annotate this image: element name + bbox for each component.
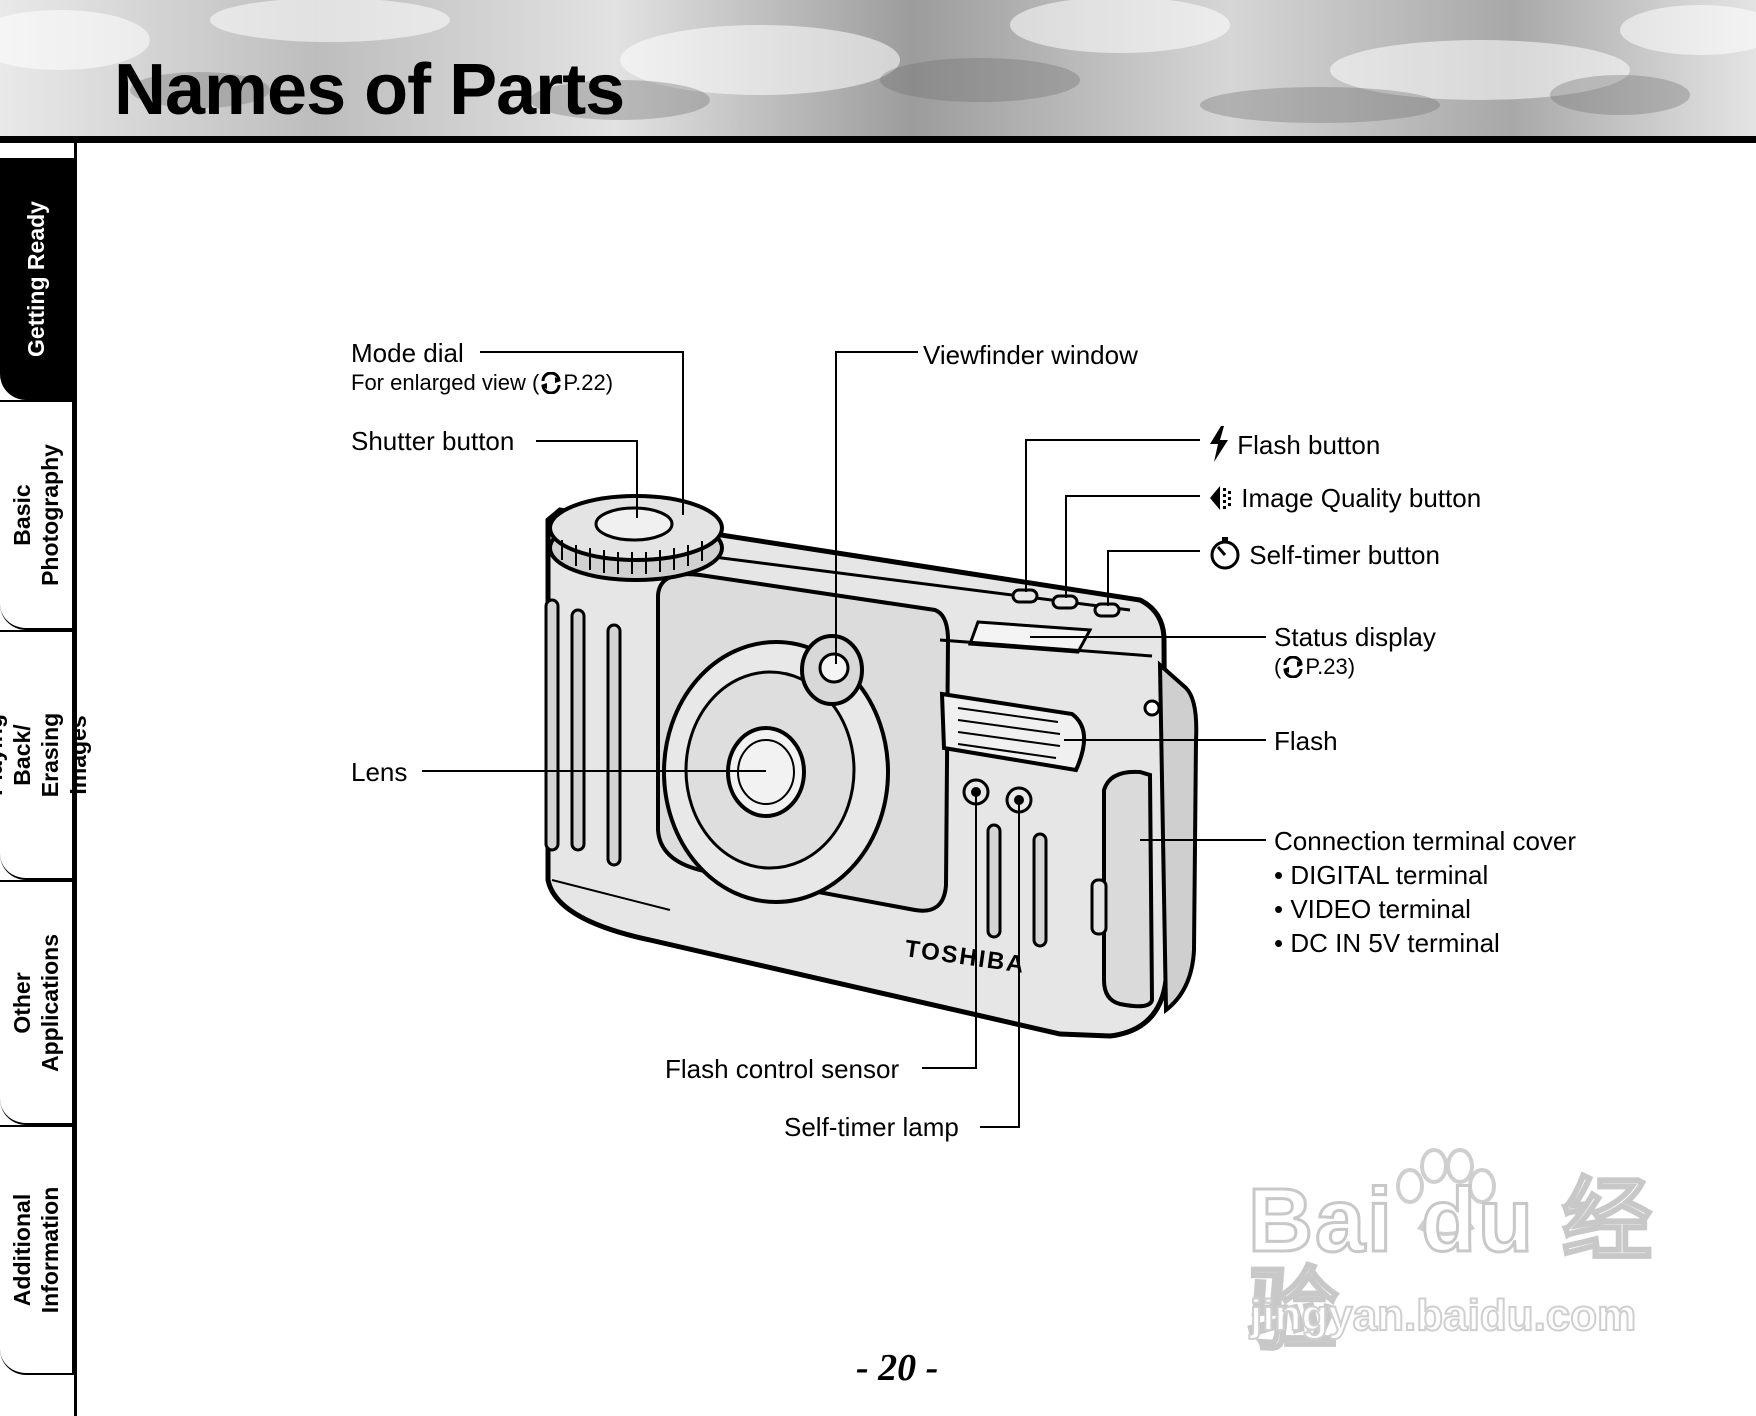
cover-latch: [1090, 878, 1108, 936]
self-timer-icon: [1210, 537, 1240, 570]
leader-self-timer: [1107, 550, 1200, 606]
label-shutter-button: Shutter button: [351, 426, 515, 456]
leader-viewfinder: [835, 351, 918, 664]
grip-rib: [544, 598, 560, 852]
label-self-timer-lamp: Self-timer lamp: [784, 1112, 959, 1142]
label-flash-control-sensor: Flash control sensor: [665, 1054, 900, 1084]
label-self-timer-button: Self-timer button: [1208, 537, 1440, 571]
viewfinder-window: [818, 652, 850, 684]
sidebar-rule: [74, 143, 77, 1416]
front-rib: [986, 823, 1002, 939]
watermark-sub: jingyan.baidu.com: [1249, 1291, 1637, 1340]
leader-shutter-button: [536, 440, 638, 518]
strap-eyelet: [1143, 699, 1161, 717]
label-image-quality-button: Image Quality button: [1208, 483, 1481, 513]
flash-bolt-icon: [1210, 426, 1228, 462]
terminal-item: • VIDEO terminal: [1274, 894, 1471, 924]
label-flash: Flash: [1274, 726, 1338, 756]
grip-rib: [606, 623, 622, 867]
reference-arrow-icon: [541, 371, 562, 395]
label-connection-terminal-cover: Connection terminal cover: [1274, 826, 1577, 856]
tab-basic-photography[interactable]: Basic Photography: [0, 400, 74, 630]
leader-self-timer-lamp: [980, 800, 1020, 1128]
header-banner: Names of Parts: [0, 0, 1756, 136]
grip-rib: [570, 608, 586, 852]
bottom-edge: [551, 879, 671, 911]
leader-mode-dial: [480, 351, 684, 515]
terminal-item: • DC IN 5V terminal: [1274, 928, 1500, 958]
self-timer-text: Self-timer button: [1249, 540, 1440, 570]
connection-terminal-cover: [1102, 769, 1155, 1009]
leader-flash-sensor: [922, 792, 977, 1069]
camera-side: [1157, 660, 1199, 1015]
page-number: - 20 -: [856, 1347, 939, 1389]
note-ref: P.22): [563, 370, 614, 395]
marble-texture: [0, 0, 1756, 123]
terminal-item: • DIGITAL terminal: [1274, 860, 1489, 890]
leader-flash-button: [1025, 439, 1200, 592]
flash-button-text: Flash button: [1237, 430, 1381, 460]
tab-playing-back[interactable]: Playing Back/ Erasing Images: [0, 630, 91, 880]
image-quality-text: Image Quality button: [1241, 483, 1482, 513]
note-prefix: (: [1274, 654, 1282, 679]
front-rib: [1032, 832, 1048, 948]
label-lens: Lens: [351, 757, 408, 787]
image-quality-icon: [1210, 486, 1231, 510]
page-title: Names of Parts: [114, 50, 625, 130]
note-status-display: ( P.23): [1274, 654, 1355, 680]
tab-getting-ready[interactable]: Getting Ready: [0, 158, 74, 400]
shutter-button: [594, 506, 674, 542]
tab-additional-information[interactable]: Additional Information: [0, 1125, 74, 1375]
header-rule: [0, 136, 1756, 143]
note-mode-dial: For enlarged view ( P.22): [351, 370, 613, 396]
label-mode-dial: Mode dial: [351, 338, 464, 368]
label-flash-button: Flash button: [1208, 426, 1380, 462]
top-panel-edge: [939, 638, 1153, 658]
label-status-display: Status display: [1274, 622, 1436, 652]
note-ref: P.23): [1305, 654, 1356, 679]
tab-other-applications[interactable]: Other Applications: [0, 880, 74, 1125]
paw-icon: [1396, 1148, 1496, 1236]
reference-arrow-icon: [1283, 655, 1304, 679]
label-viewfinder-window: Viewfinder window: [923, 340, 1138, 370]
note-prefix: For enlarged view (: [351, 370, 540, 395]
watermark-main: Bai du 经验: [1247, 1171, 1655, 1361]
watermark: Bai du 经验 jingyan.baidu.com: [1240, 1148, 1660, 1358]
leader-image-quality: [1065, 495, 1200, 598]
